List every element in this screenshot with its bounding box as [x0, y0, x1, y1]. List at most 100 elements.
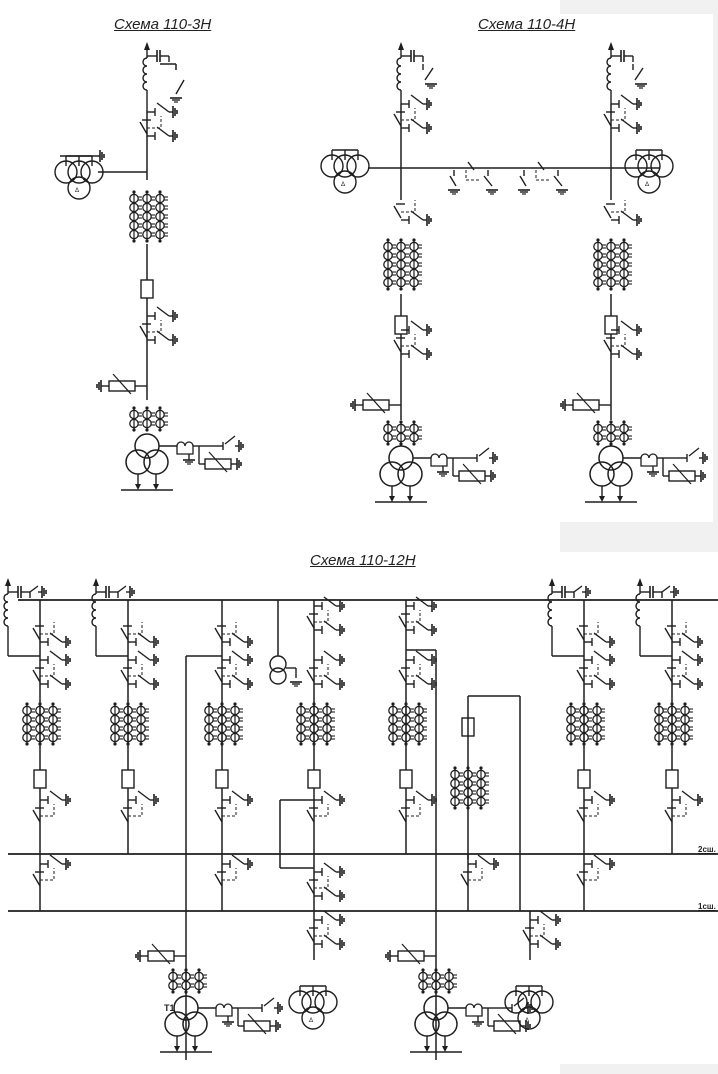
background-panel-top: [560, 0, 718, 14]
current-transformer-icon: [296, 702, 335, 746]
earthing-switch-icon: [222, 854, 248, 868]
ground-icon: [697, 654, 703, 666]
circuit-breaker-icon: [399, 769, 413, 789]
bus-label-1: 1сш.: [698, 902, 716, 911]
ground-icon: [99, 150, 105, 162]
earthing-switch-icon: [314, 620, 340, 634]
line-entry: [608, 42, 634, 62]
voltage-transformer-icon: Δ: [624, 149, 674, 194]
earthing-switch-icon: [611, 118, 637, 132]
ground-icon: [247, 636, 253, 648]
ground-icon: [609, 858, 615, 870]
circuit-breaker-icon: [461, 717, 475, 737]
earthing-switch-icon: [147, 306, 173, 320]
circuit-breaker-icon: [577, 769, 591, 789]
earthing-switch-icon: [40, 674, 66, 688]
earthing-switch-icon: [406, 790, 432, 804]
ground-icon: [636, 122, 642, 134]
earthing-switch-icon: [128, 674, 154, 688]
earthing-switch-icon: [406, 596, 432, 610]
earthing-switch-icon: [175, 79, 185, 95]
ground-icon: [431, 624, 437, 636]
ground-icon: [426, 214, 432, 226]
disconnector-icon: [398, 610, 421, 629]
circuit-breaker-icon: [140, 279, 154, 299]
ground-icon: [609, 794, 615, 806]
earthing-switch-icon: [406, 674, 432, 688]
earthing-switch-icon: [314, 596, 340, 610]
disconnector-icon: [214, 804, 237, 823]
current-transformer-icon: [566, 702, 605, 746]
circuit-breaker-icon: [604, 315, 618, 335]
line-entry: [549, 578, 575, 598]
ground-icon: [222, 1021, 234, 1027]
ground-icon: [275, 1020, 281, 1032]
ground-icon: [350, 399, 356, 411]
disconnector-icon: [576, 622, 599, 641]
ground-icon: [247, 858, 253, 870]
earthing-switch-icon: [406, 620, 432, 634]
circuit-breaker-icon: [665, 769, 679, 789]
disconnector-icon: [576, 804, 599, 823]
surge-arrester-icon: [565, 392, 611, 414]
ground-icon: [426, 348, 432, 360]
disconnector-icon: [306, 610, 329, 629]
disconnector-icon: [393, 108, 416, 127]
earthing-switch-icon: [672, 632, 698, 646]
earthing-switch-icon: [222, 790, 248, 804]
current-transformer-icon: [168, 968, 207, 994]
disconnector-icon: [214, 622, 237, 641]
power-transformer-icon: [121, 433, 239, 491]
bus-label-2: 2сш.: [698, 845, 716, 854]
surge-arrester-icon: [204, 451, 237, 473]
svg-text:Δ: Δ: [645, 181, 650, 188]
ground-icon: [170, 97, 182, 103]
surge-arrester-icon: [390, 943, 436, 965]
earthing-switch-icon: [661, 585, 674, 593]
circuit-breaker-icon: [394, 315, 408, 335]
surge-arrester-icon: [101, 373, 147, 395]
disconnector-icon: [120, 622, 143, 641]
disconnector-icon: [522, 924, 545, 943]
disconnector-icon: [664, 664, 687, 683]
earthing-switch-icon: [406, 650, 432, 664]
ground-icon: [490, 470, 496, 482]
ground-icon: [700, 470, 706, 482]
circuit-breaker-icon: [215, 769, 229, 789]
ground-icon: [609, 636, 615, 648]
voltage-transformer-icon: [269, 655, 297, 685]
disconnector-icon: [32, 868, 55, 887]
earthing-switch-icon: [468, 854, 494, 868]
earthing-switch-icon: [222, 650, 248, 664]
disconnector-icon: [398, 804, 421, 823]
reactor-coil-icon: [3, 593, 9, 656]
ground-icon: [697, 794, 703, 806]
ground-icon: [426, 98, 432, 110]
reactor-coil-icon: [635, 593, 641, 656]
current-transformer-icon: [22, 702, 61, 746]
ground-icon: [555, 938, 561, 950]
ground-icon: [339, 938, 345, 950]
ground-icon: [339, 890, 345, 902]
ground-icon: [339, 914, 345, 926]
current-transformer-icon: [593, 420, 632, 446]
ground-icon: [486, 189, 498, 195]
earthing-switch-icon: [584, 790, 610, 804]
background-panel-right: [713, 14, 718, 524]
svg-text:Δ: Δ: [525, 1017, 530, 1024]
ground-icon: [172, 334, 178, 346]
earthing-switch-icon: [401, 320, 427, 334]
disconnector-icon: [120, 664, 143, 683]
line-entry: [93, 578, 119, 598]
earthing-switch-icon: [117, 585, 130, 593]
ground-icon: [555, 914, 561, 926]
current-transformer-icon: [129, 406, 168, 432]
disconnector-icon: [120, 804, 143, 823]
earthing-switch-icon: [632, 64, 644, 81]
ground-icon: [172, 106, 178, 118]
line-entry: [144, 42, 170, 62]
earthing-switch-icon: [611, 94, 637, 108]
disconnector-icon: [214, 664, 237, 683]
circuit-breaker-icon: [33, 769, 47, 789]
